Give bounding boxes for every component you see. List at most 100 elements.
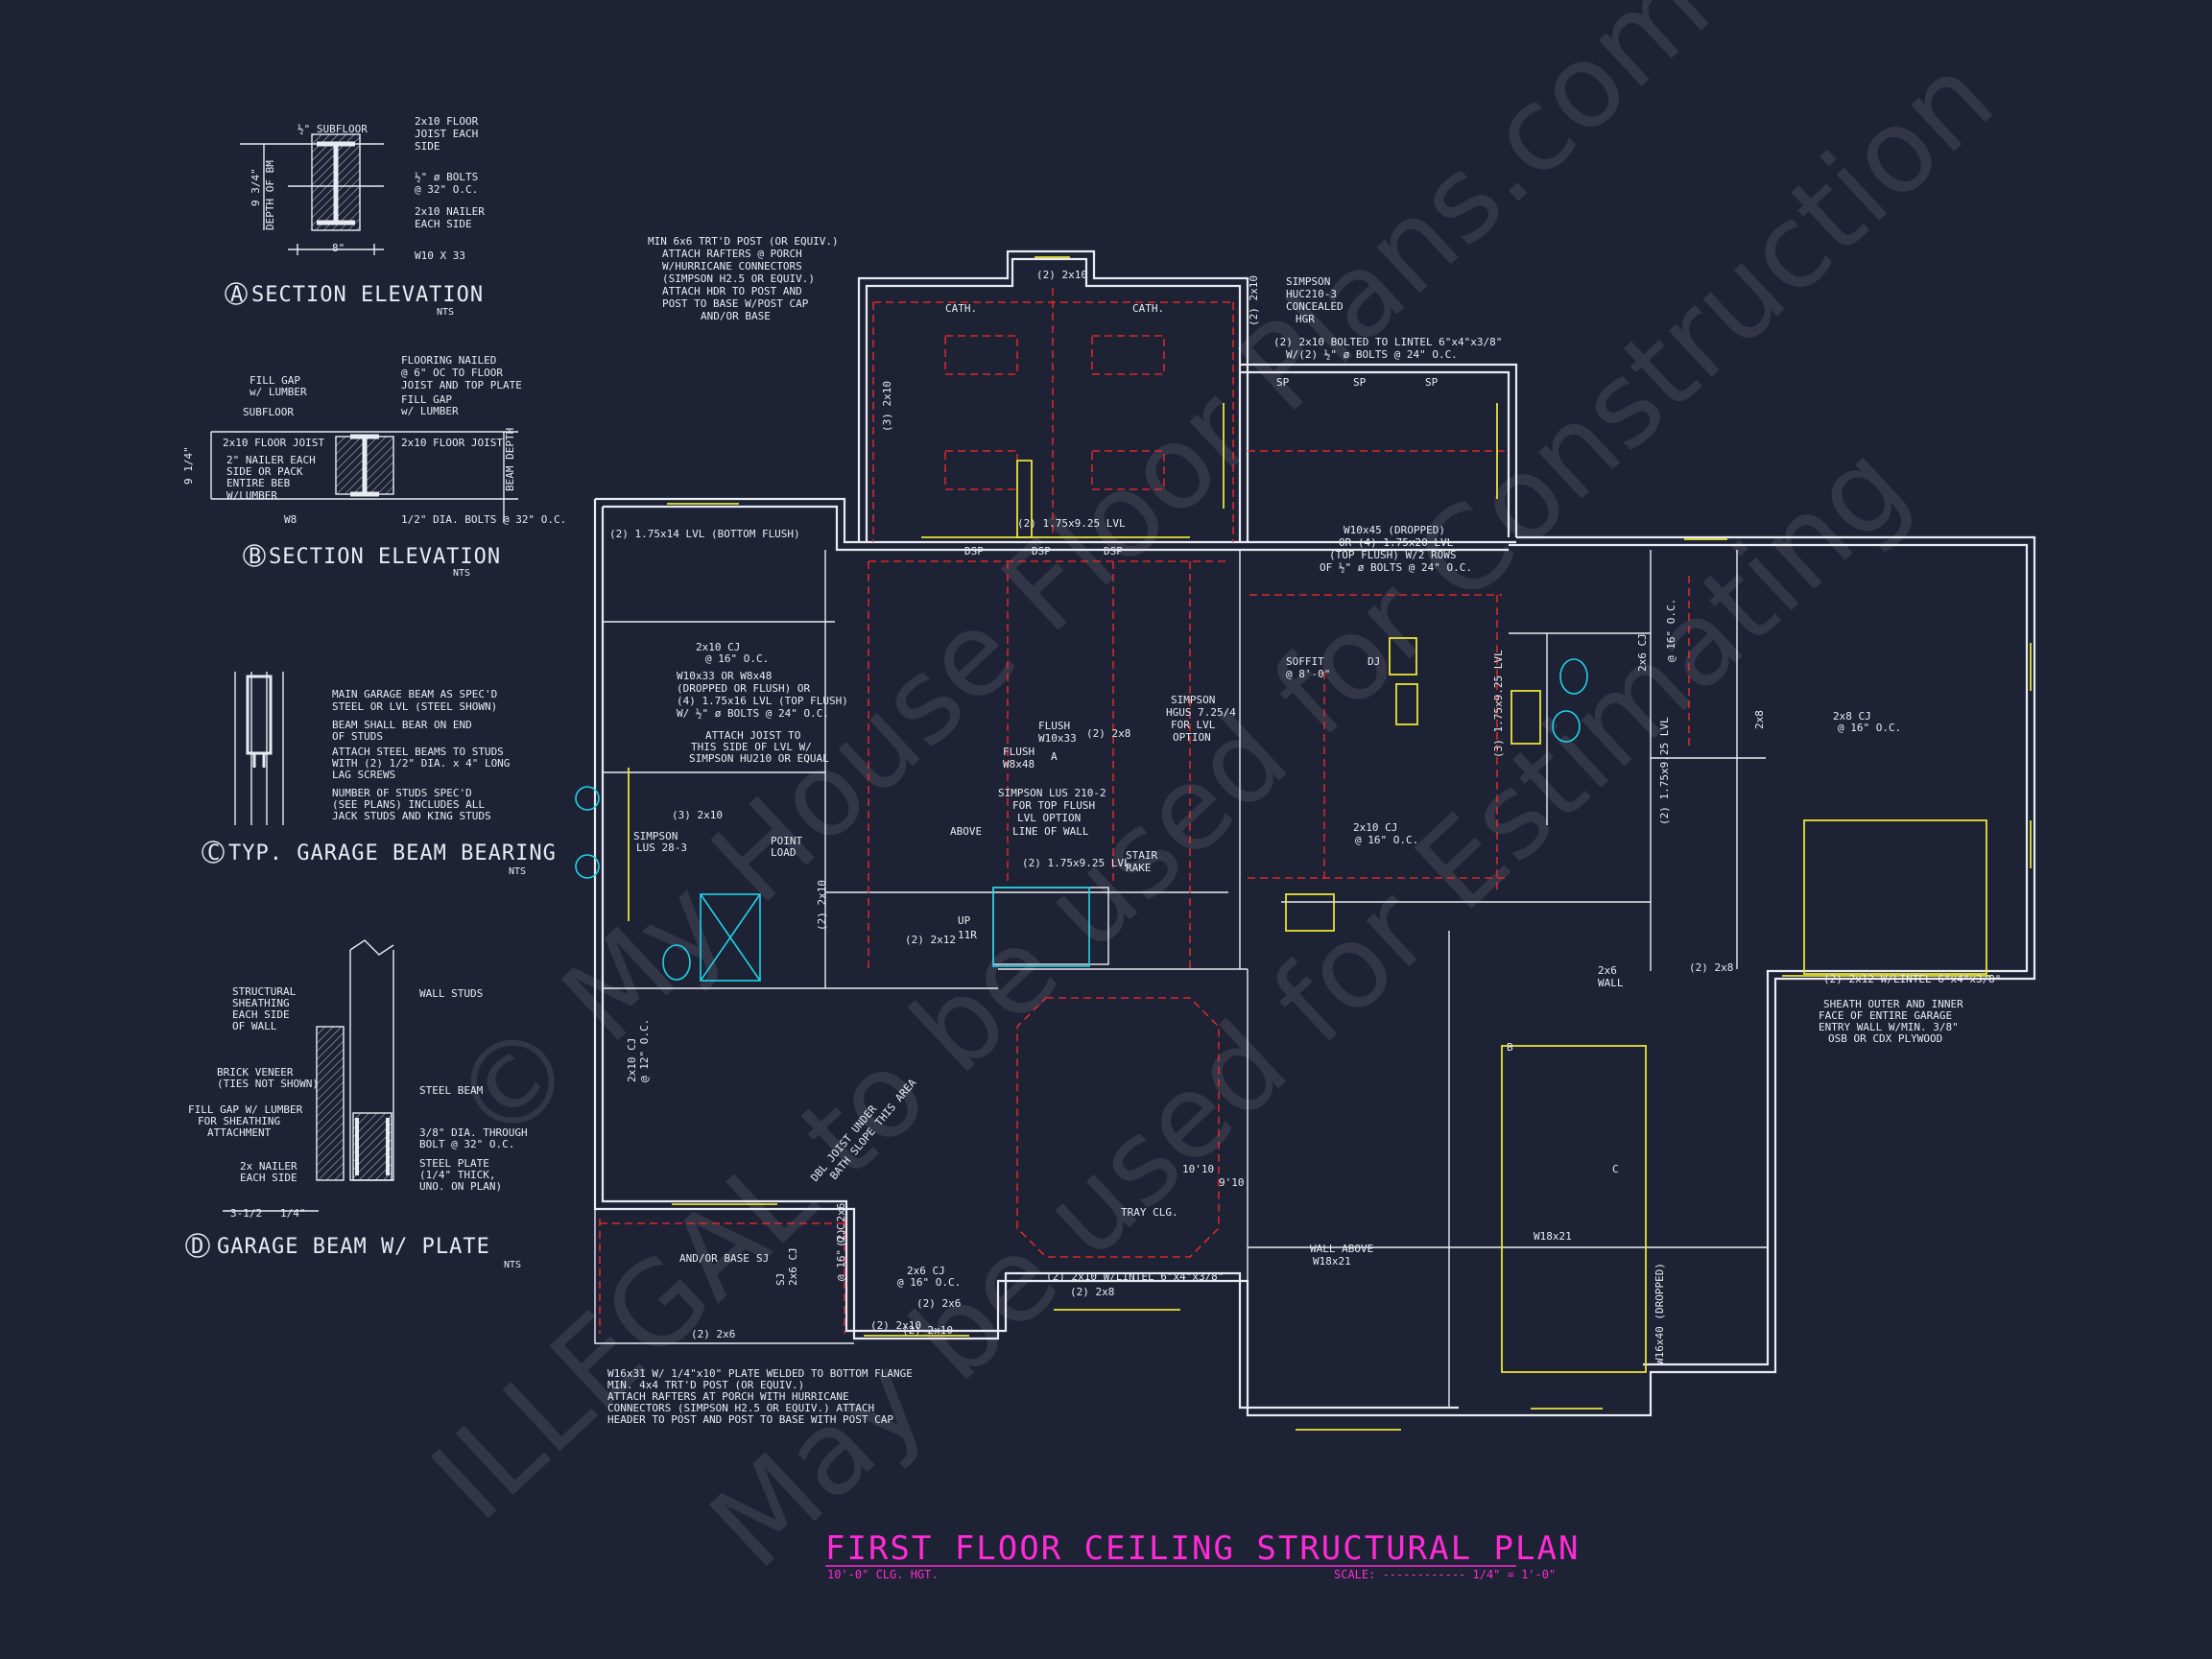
plan-label: FOR TOP FLUSH	[1012, 799, 1095, 812]
plan-label: (2) 2x10	[816, 880, 828, 931]
plan-label: SJ	[774, 1273, 787, 1286]
plan-label: AND/OR BASE	[701, 310, 771, 322]
detail-b-tag: B	[249, 545, 262, 569]
svg-text:1/4": 1/4"	[280, 1207, 306, 1220]
plan-label: (2) 2x10	[902, 1324, 953, 1337]
plan-label: AND/OR BASE	[679, 1252, 749, 1265]
svg-text:W10 X 33: W10 X 33	[415, 249, 465, 262]
svg-text:MAIN GARAGE BEAM AS SPEC'D: MAIN GARAGE BEAM AS SPEC'D	[332, 688, 497, 700]
plan-label: (2) 2x10	[1248, 275, 1260, 326]
plan-label: (3) 2x10	[672, 809, 723, 821]
svg-text:STEEL OR LVL (STEEL SHOWN): STEEL OR LVL (STEEL SHOWN)	[332, 700, 497, 713]
detail-d-title: GARAGE BEAM W/ PLATE	[217, 1235, 490, 1259]
plan-label: DJ	[1368, 655, 1380, 668]
svg-text:JOIST EACH: JOIST EACH	[415, 128, 478, 140]
svg-text:BEAM SHALL BEAR ON END: BEAM SHALL BEAR ON END	[332, 719, 472, 731]
svg-text:EACH SIDE: EACH SIDE	[232, 1008, 290, 1021]
plan-label: TRAY CLG.	[1121, 1206, 1178, 1219]
plan-label: LVL OPTION	[1017, 812, 1081, 824]
svg-text:STRUCTURAL: STRUCTURAL	[232, 985, 297, 998]
svg-text:NTS: NTS	[437, 307, 454, 318]
plan-label: SIMPSON	[1286, 275, 1330, 288]
plan-label: W8x48	[1003, 758, 1035, 770]
svg-text:SHEATHING: SHEATHING	[232, 997, 290, 1009]
svg-text:JACK STUDS AND KING STUDS: JACK STUDS AND KING STUDS	[332, 810, 491, 822]
beam-lines	[599, 288, 1690, 1334]
plan-label: (2) 2x6	[916, 1297, 961, 1310]
plan-label: 11R	[958, 929, 977, 941]
svg-text:JOIST AND TOP PLATE: JOIST AND TOP PLATE	[401, 379, 522, 391]
plan-label: C	[1612, 1163, 1619, 1175]
detail-c	[202, 672, 284, 864]
plan-label: 2x8	[1753, 710, 1766, 729]
plan-label: (DROPPED OR FLUSH) OR	[677, 682, 810, 695]
plan-label: W/HURRICANE CONNECTORS	[662, 260, 802, 273]
svg-text:2x10 FLOOR JOIST: 2x10 FLOOR JOIST	[401, 437, 503, 449]
plan-label: OR (4) 1.75x20 LVL	[1339, 536, 1454, 549]
detail-a	[225, 133, 384, 305]
plan-label: SIMPSON	[1171, 694, 1215, 706]
plan-label: 2x10 CJ	[626, 1038, 638, 1082]
detail-c-notes: MAIN GARAGE BEAM AS SPEC'D STEEL OR LVL …	[207, 688, 556, 877]
plan-label: W10x45 (DROPPED)	[1344, 524, 1445, 536]
plan-label: SP	[1425, 376, 1439, 389]
plan-label: LUS 28-3	[636, 841, 687, 854]
svg-text:ATTACH STEEL BEAMS TO STUDS: ATTACH STEEL BEAMS TO STUDS	[332, 746, 504, 758]
plan-label: FOR LVL	[1171, 719, 1216, 731]
plan-label: W18x21	[1534, 1230, 1572, 1243]
detail-d-notes: STRUCTURAL SHEATHING EACH SIDE OF WALL W…	[188, 985, 528, 1270]
windows	[628, 256, 2032, 1431]
plan-label: ATTACH RAFTERS @ PORCH	[662, 248, 802, 260]
svg-text:FOR SHEATHING: FOR SHEATHING	[198, 1115, 280, 1127]
plan-label: 2x6 CJ	[1636, 633, 1649, 672]
svg-text:WITH (2) 1/2" DIA. x 4" LONG: WITH (2) 1/2" DIA. x 4" LONG	[332, 757, 510, 770]
plan-label: ATTACH RAFTERS AT PORCH WITH HURRICANE	[607, 1390, 849, 1403]
plan-title: FIRST FLOOR CEILING STRUCTURAL PLAN	[825, 1529, 1580, 1568]
plan-label: @ 16" O.C.	[1665, 599, 1677, 662]
plan-label: (TOP FLUSH) W/2 ROWS	[1329, 549, 1456, 561]
plan-label: DSP	[964, 545, 984, 557]
plan-label: (2) 2x10 BOLTED TO LINTEL 6"x4"x3/8"	[1273, 336, 1502, 348]
detail-d	[185, 939, 394, 1258]
svg-text:8": 8"	[332, 242, 345, 254]
plan-label: W10x33	[1038, 732, 1077, 745]
svg-text:BOLT @ 32" O.C.: BOLT @ 32" O.C.	[419, 1138, 514, 1150]
plan-label: ATTACH HDR TO POST AND	[662, 285, 802, 297]
plan-label: (2) 2x8	[1070, 1286, 1114, 1298]
svg-text:ENTIRE BEB: ENTIRE BEB	[226, 477, 291, 489]
plan-label: (2) 2x10	[870, 1319, 921, 1332]
plan-label: CONNECTORS (SIMPSON H2.5 OR EQUIV.) ATTA…	[607, 1402, 874, 1414]
plan-label: (2) 1.75x9.25 LVL	[1022, 857, 1130, 869]
plan-label: 9'10	[1219, 1176, 1245, 1189]
svg-text:EACH SIDE: EACH SIDE	[415, 218, 472, 230]
plan-label: HEADER TO POST AND POST TO BASE WITH POS…	[607, 1413, 893, 1426]
svg-text:BRICK VENEER: BRICK VENEER	[217, 1066, 294, 1078]
plan-label: SP	[1276, 376, 1290, 389]
svg-text:ATTACHMENT: ATTACHMENT	[207, 1126, 272, 1139]
svg-text:NTS: NTS	[504, 1260, 521, 1270]
floor-plan-walls	[593, 249, 2036, 1417]
svg-text:w/ LUMBER: w/ LUMBER	[250, 386, 307, 398]
plan-label: MIN 6x6 TRT'D POST (OR EQUIV.)	[648, 235, 839, 248]
plan-label: LOAD	[771, 846, 797, 859]
svg-text:2x10 FLOOR JOIST: 2x10 FLOOR JOIST	[223, 437, 324, 449]
svg-text:2x10 NAILER: 2x10 NAILER	[415, 205, 485, 218]
plan-label: ABOVE	[950, 825, 982, 838]
svg-text:@ 6" OC TO FLOOR: @ 6" OC TO FLOOR	[401, 367, 503, 379]
detail-b	[210, 431, 518, 567]
plan-label: (3) 2x10	[881, 381, 893, 432]
plan-label: (2) 2x8	[1689, 961, 1733, 974]
svg-text:FILL GAP: FILL GAP	[401, 393, 452, 406]
plan-label: @ 12" O.C.	[638, 1019, 651, 1082]
plan-label: UP	[958, 914, 971, 927]
plan-label: CONCEALED	[1286, 300, 1344, 313]
plan-label: (SIMPSON H2.5 OR EQUIV.)	[662, 273, 815, 285]
svg-text:NTS: NTS	[509, 866, 526, 877]
svg-text:STEEL PLATE: STEEL PLATE	[419, 1157, 489, 1170]
svg-text:3/8" DIA. THROUGH: 3/8" DIA. THROUGH	[419, 1126, 528, 1139]
plan-label: (2) 2x6	[691, 1328, 735, 1340]
plan-label: (3) 1.75x9.25 LVL	[1492, 650, 1505, 758]
svg-text:2x10 FLOOR: 2x10 FLOOR	[415, 115, 479, 128]
plan-label: (2) 1.75x14 LVL (BOTTOM FLUSH)	[609, 528, 800, 540]
svg-text:(TIES NOT SHOWN): (TIES NOT SHOWN)	[217, 1078, 319, 1090]
